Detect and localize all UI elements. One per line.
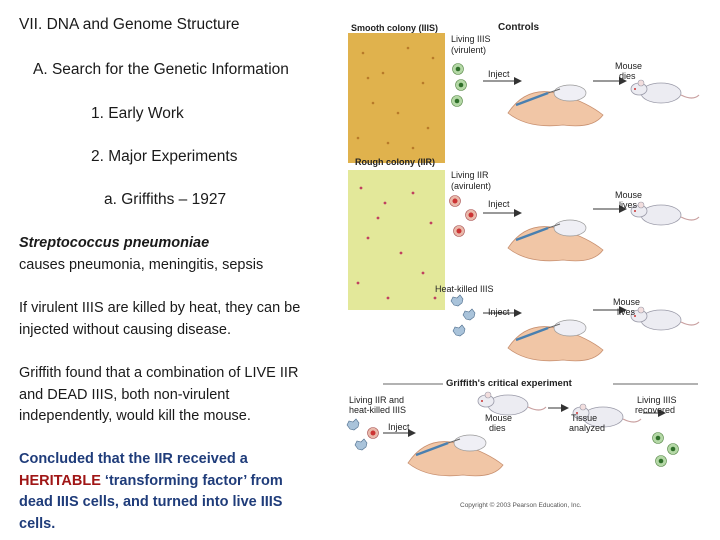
label-smooth-colony: Smooth colony (IIIS): [351, 23, 438, 33]
outline-item-1: 1. Early Work: [91, 105, 184, 122]
label-analyzed: analyzed: [569, 423, 606, 433]
organism-paragraph: Streptococcus pneumoniae causes pneumoni…: [19, 233, 319, 276]
rough-colony-plate: [348, 170, 445, 310]
label-lives-3: lives: [617, 307, 636, 317]
label-controls: Controls: [498, 22, 540, 33]
label-living-iir-and: Living IIR and: [349, 395, 405, 405]
label-tissue: Tissue: [571, 413, 598, 423]
label-dies-4: dies: [489, 423, 506, 433]
label-lives-2: lives: [619, 200, 638, 210]
label-recovered: recovered: [635, 405, 676, 415]
conclusion-heritable: HERITABLE: [19, 472, 101, 489]
disease-text: causes pneumonia, meningitis, sepsis: [19, 256, 264, 273]
outline-item-a: a. Griffiths – 1927: [104, 191, 227, 208]
label-virulent: (virulent): [451, 45, 487, 55]
outline-item-2: 2. Major Experiments: [91, 148, 238, 165]
label-avirulent: (avirulent): [451, 181, 492, 191]
conclusion-paragraph: Concluded that the IIR received a HERITA…: [19, 449, 319, 535]
label-critical-experiment: Griffith's critical experiment: [446, 378, 572, 389]
label-inject-1: Inject: [488, 69, 510, 79]
label-heat-killed: Heat-killed IIIS: [435, 284, 494, 294]
label-inject-4: Inject: [388, 422, 410, 432]
smooth-colony-plate: [348, 33, 445, 163]
conclusion-post: ‘transforming factor’ from dead IIIS cel…: [19, 472, 283, 532]
label-inject-3: Inject: [488, 307, 510, 317]
combination-paragraph: Griffith found that a combination of LIV…: [19, 365, 299, 424]
label-mouse-3: Mouse: [613, 297, 641, 307]
label-mouse-4: Mouse: [485, 413, 513, 423]
label-heat-killed-2: heat-killed IIIS: [349, 405, 407, 415]
label-dies-1: dies: [619, 71, 636, 81]
figure-graphic: [346, 33, 700, 478]
griffith-experiment-figure: Smooth colony (IIIS) Controls Living III…: [343, 13, 705, 513]
label-living-iiis: Living IIIS: [451, 34, 491, 44]
copyright-notice: Copyright © 2003 Pearson Education, Inc.: [460, 502, 582, 509]
label-inject-2: Inject: [488, 199, 510, 209]
label-living-iiis-2: Living IIIS: [637, 395, 677, 405]
label-living-iir: Living IIR: [451, 170, 489, 180]
label-mouse-1: Mouse: [615, 61, 643, 71]
organism-name: Streptococcus pneumoniae: [19, 235, 210, 251]
slide-title: VII. DNA and Genome Structure: [19, 16, 240, 33]
outline-section-a: A. Search for the Genetic Information: [33, 61, 289, 78]
label-mouse-2: Mouse: [615, 190, 643, 200]
conclusion-pre: Concluded that the IIR received a: [19, 451, 248, 467]
label-rough-colony: Rough colony (IIR): [355, 157, 435, 167]
heat-killed-paragraph: If virulent IIIS are killed by heat, the…: [19, 300, 301, 338]
